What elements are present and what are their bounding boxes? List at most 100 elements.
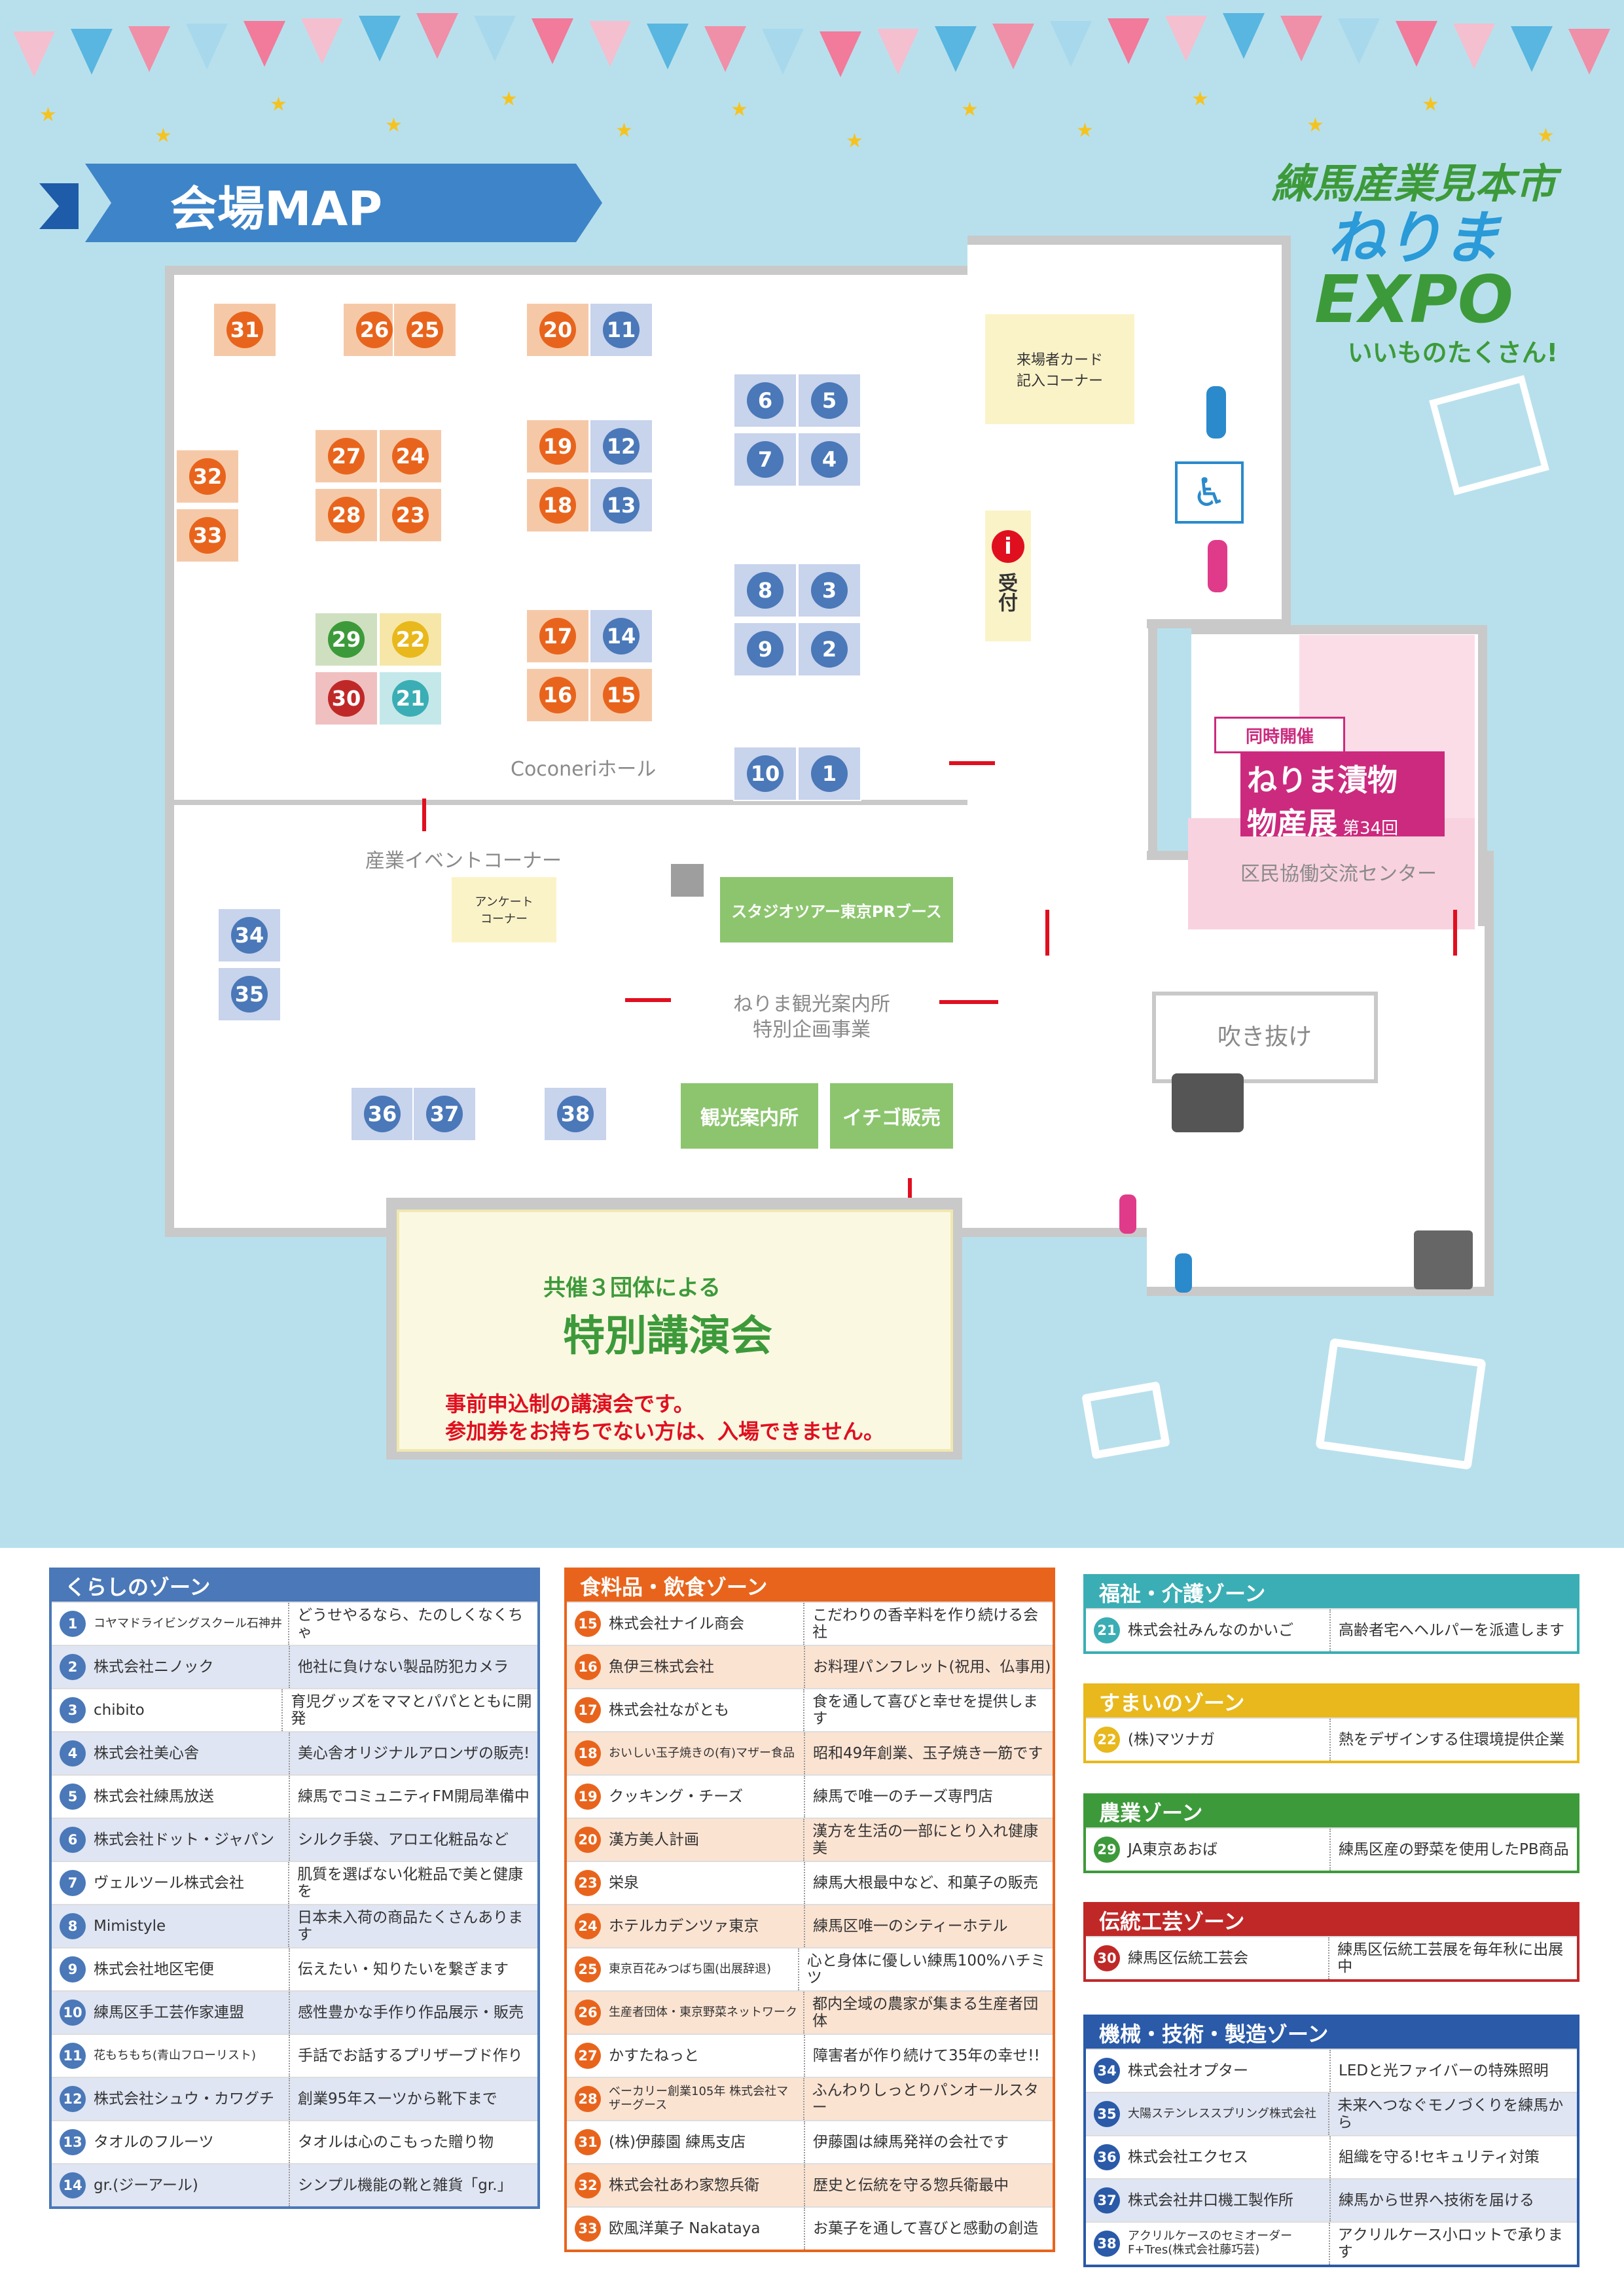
- star-icon: ★: [1076, 119, 1094, 142]
- company-name: 株式会社あわ家惣兵衛: [609, 2164, 805, 2206]
- company-name: ホテルカデンツァ東京: [609, 1905, 805, 1947]
- row-number: 19: [575, 1784, 601, 1810]
- star-icon: ★: [846, 130, 863, 152]
- center-area: [1188, 818, 1475, 929]
- company-name: 生産者団体・東京野菜ネットワーク: [609, 1992, 805, 2034]
- company-description: 他社に負けない製品防犯カメラ: [298, 1658, 509, 1676]
- row-number: 16: [575, 1654, 601, 1680]
- company-description: 美心舎オリジナルアロンザの販売!: [298, 1744, 530, 1762]
- pennant-flag: [301, 18, 343, 64]
- pennant-flag: [1165, 16, 1207, 62]
- booth-27: 27: [314, 429, 378, 484]
- pennant-flag: [877, 29, 919, 75]
- pickles-title-2: 物産展: [1247, 806, 1337, 841]
- company-name: コヤマドライビングスクール石神井: [94, 1603, 290, 1645]
- booth-number: 31: [226, 312, 263, 348]
- row-number: 20: [575, 1827, 601, 1853]
- row-number: 29: [1094, 1837, 1120, 1863]
- booth-number: 11: [603, 312, 640, 348]
- booth-34: 34: [217, 908, 281, 963]
- pennant-flag: [704, 26, 746, 72]
- company-name: 株式会社エクセス: [1128, 2136, 1331, 2178]
- star-icon: ★: [154, 124, 172, 147]
- company-description: 練馬から世界へ技術を届ける: [1339, 2191, 1534, 2209]
- row-number: 26: [575, 2000, 601, 2026]
- booth-number: 35: [231, 976, 268, 1013]
- zone-title: 機械・技術・製造ゾーン: [1086, 2017, 1577, 2049]
- booth-30: 30: [314, 671, 378, 726]
- arrow-up-2: [1453, 910, 1457, 956]
- lecture-line-1: 共催３団体による: [543, 1275, 721, 1301]
- pennant-flag: [186, 24, 228, 69]
- booth-3: 3: [797, 563, 861, 618]
- booth-number: 13: [603, 487, 640, 524]
- company-name: 漢方美人計画: [609, 1819, 805, 1861]
- company-description: 熱をデザインする住環境提供企業: [1339, 1731, 1564, 1748]
- company-description: 創業95年スーツから靴下まで: [298, 2090, 497, 2108]
- title-ribbon: 会場MAP: [39, 157, 602, 255]
- booth-14: 14: [589, 609, 653, 664]
- company-name: 株式会社ニノック: [94, 1646, 290, 1688]
- row-number: 34: [1094, 2058, 1120, 2084]
- company-description: どうせやるなら、たのしくなくちゃ: [297, 1606, 524, 1641]
- company-description: 練馬大根最中など、和菓子の販売: [813, 1874, 1038, 1892]
- pennant-flag: [647, 24, 689, 69]
- company-name: Mimistyle: [94, 1905, 290, 1947]
- company-description: 昭和49年創業、玉子焼き一筋です: [813, 1744, 1043, 1762]
- company-name: JA東京あおば: [1128, 1829, 1331, 1871]
- company-name: 株式会社ドット・ジャパン: [94, 1819, 290, 1861]
- company-name: かすたねっと: [609, 2035, 805, 2077]
- booth-number: 3: [811, 572, 848, 609]
- booth-31: 31: [213, 302, 277, 357]
- booth-number: 9: [747, 631, 784, 668]
- company-description: お料理パンフレット(祝用、仏事用): [813, 1658, 1051, 1676]
- pickles-title-box: ねりま漬物 物産展第34回: [1240, 751, 1445, 841]
- booth-6: 6: [733, 373, 797, 428]
- company-description: 育児グッズをママとパパとともに開発: [291, 1693, 532, 1727]
- row-number: 18: [575, 1740, 601, 1767]
- booth-number: 18: [539, 487, 576, 524]
- company-name: 株式会社ながとも: [609, 1689, 805, 1731]
- pennant-flag: [71, 29, 113, 75]
- company-name: 株式会社井口機工製作所: [1128, 2179, 1331, 2221]
- booth-number: 10: [747, 755, 784, 792]
- lecture-line-3: 事前申込制の講演会です。: [445, 1391, 695, 1416]
- booth-4: 4: [797, 432, 861, 487]
- pennant-flag: [474, 16, 516, 62]
- row-number: 30: [1094, 1945, 1120, 1971]
- company-description: 練馬区唯一のシティーホテル: [813, 1917, 1008, 1935]
- company-name: タオルのフルーツ: [94, 2121, 290, 2163]
- logo-nerima: ねりま: [1327, 204, 1500, 272]
- company-description: 漢方を生活の一部にとり入れ健康美: [812, 1822, 1039, 1857]
- booth-13: 13: [589, 478, 653, 533]
- company-name: chibito: [94, 1689, 283, 1731]
- concurrent-badge: 同時開催: [1214, 717, 1345, 753]
- booth-number: 5: [811, 382, 848, 419]
- company-description: シルク手袋、アロエ化粧品など: [298, 1831, 509, 1848]
- company-name: 大陽ステンレススプリング株式会社: [1128, 2093, 1330, 2135]
- booth-number: 25: [406, 312, 443, 348]
- row-number: 36: [1094, 2144, 1120, 2170]
- booth-23: 23: [378, 488, 442, 543]
- booth-38: 38: [543, 1086, 607, 1141]
- pennant-flag: [532, 18, 573, 64]
- row-number: 15: [575, 1611, 601, 1637]
- mens-restroom-icon-2: [1175, 1253, 1192, 1293]
- pennant-flag: [416, 13, 458, 59]
- booth-number: 16: [539, 677, 576, 713]
- pickles-edition: 第34回: [1343, 819, 1399, 838]
- company-description: 心と身体に優しい練馬100%ハチミツ: [806, 1952, 1046, 1986]
- booth-1: 1: [797, 746, 861, 801]
